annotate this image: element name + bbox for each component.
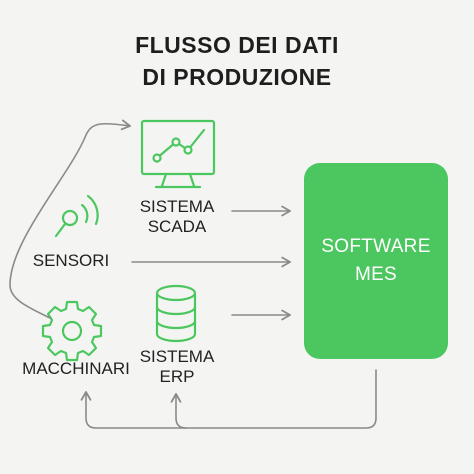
mes-box: SOFTWARE MES	[304, 163, 448, 359]
connector-arrows	[9, 119, 377, 429]
arrow-feedback-from-mes	[80, 369, 377, 429]
erp-label-line-1: SISTEMA	[139, 347, 215, 366]
mes-label-line-1: SOFTWARE	[321, 236, 431, 257]
gear-icon	[41, 300, 103, 362]
arrow-feedback-to-erp	[170, 393, 187, 429]
arrow-loop-to-scada	[9, 119, 131, 319]
erp-label-line-2: ERP	[159, 367, 195, 386]
scada-label-line-2: SCADA	[147, 217, 207, 236]
macchinari-label: MACCHINARI	[22, 359, 130, 378]
diagram-title-line-1: FLUSSO DEI DATI	[135, 32, 339, 58]
mes-label-line-2: MES	[354, 264, 398, 285]
sensori-label: SENSORI	[32, 251, 110, 270]
sensor-signal-icon	[54, 194, 99, 238]
scada-label-line-1: SISTEMA	[139, 197, 215, 216]
database-icon	[155, 284, 197, 343]
monitor-chart-icon	[140, 119, 216, 189]
diagram-title-line-2: DI PRODUZIONE	[142, 64, 332, 90]
